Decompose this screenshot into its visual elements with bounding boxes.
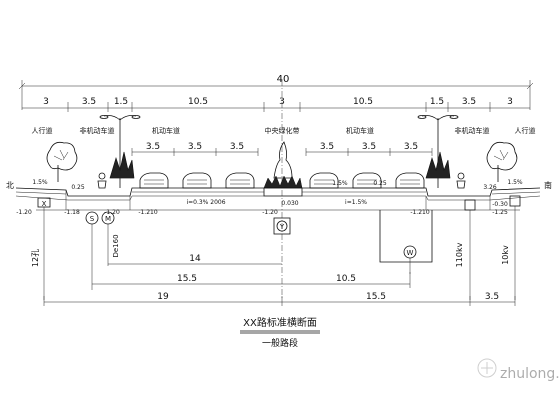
road-surface xyxy=(15,187,541,211)
zone-sidewalk-right: 人行道 xyxy=(515,126,536,135)
elevation-labels: 1.5% 0.25 i=0.3% 2006 0.030 1.5% i=1.5% … xyxy=(16,179,523,216)
bottom-3-5: 3.5 xyxy=(485,292,499,302)
pipe-offset-dimensions: 14 15.5 10.5 xyxy=(91,224,411,290)
median-planting xyxy=(263,141,303,197)
elev-right-walk: 1.5% xyxy=(507,179,523,186)
car-6 xyxy=(395,172,425,189)
seg-4: 10.5 xyxy=(188,97,208,107)
bottom-15-5: 15.5 xyxy=(366,292,386,302)
seg-3: 1.5 xyxy=(114,97,128,107)
car-2 xyxy=(182,172,212,189)
bottom-19: 19 xyxy=(157,292,169,302)
seg-2: 3.5 xyxy=(82,97,96,107)
offset-15-5-left: 15.5 xyxy=(177,274,197,284)
cars xyxy=(139,172,425,189)
tree-left xyxy=(46,141,78,182)
caption: XX路标准横断面 一般路段 xyxy=(240,316,320,349)
pedestrian-right xyxy=(456,172,466,189)
depth-left-b: -1.20 xyxy=(104,209,120,216)
lane-left-2: 3.5 xyxy=(188,142,202,152)
zone-median: 中央绿化带 xyxy=(265,126,300,135)
zone-bike-right: 非机动车道 xyxy=(455,126,490,135)
offset-14: 14 xyxy=(189,254,201,264)
lane-dimensions: 3.5 3.5 3.5 3.5 3.5 3.5 xyxy=(131,142,433,156)
cable-box-110kv xyxy=(464,199,476,211)
elev-right-curb: 0.25 xyxy=(373,180,387,187)
tree-right xyxy=(486,141,518,182)
zone-sidewalk-left: 人行道 xyxy=(32,126,53,135)
sewer-pipe-label: S xyxy=(90,215,95,223)
elev-right-edge: 3.26 xyxy=(483,184,497,191)
car-3 xyxy=(225,172,255,189)
elev-median: 0.030 xyxy=(281,200,298,207)
depth-right-b: -0.30 xyxy=(492,201,508,208)
segment-dimensions: 3 3.5 1.5 10.5 3 10.5 1.5 3.5 3 xyxy=(22,97,530,112)
shrub-right xyxy=(425,151,451,179)
lane-right-2: 3.5 xyxy=(362,142,376,152)
car-1 xyxy=(139,172,169,189)
water-w-label: W xyxy=(407,249,414,257)
left-cable-label: 12孔 xyxy=(31,249,40,267)
drawing-title: XX路标准横断面 xyxy=(243,316,317,329)
lane-right-3: 3.5 xyxy=(404,142,418,152)
lane-left-1: 3.5 xyxy=(146,142,160,152)
utility-pipes: X S M De160 Y W xyxy=(37,195,521,263)
elev-right-gutter: i=1.5% xyxy=(345,199,367,206)
cable-labels: 12孔 110kv 10kv xyxy=(31,206,516,300)
drawing-subtitle: 一般路段 xyxy=(262,337,298,349)
pipe-size-label: De160 xyxy=(112,234,120,257)
depth-left-outer: -1.20 xyxy=(16,209,32,216)
offset-10-5: 10.5 xyxy=(336,274,356,284)
orientation-south: 南 xyxy=(544,180,552,190)
elev-left-motor: i=0.3% 2006 xyxy=(186,199,225,206)
seg-1: 3 xyxy=(43,97,49,107)
lane-right-1: 3.5 xyxy=(320,142,334,152)
seg-8: 3.5 xyxy=(462,97,476,107)
seg-7: 1.5 xyxy=(430,97,444,107)
water-y-label: Y xyxy=(279,223,285,231)
storm-pipe-label: M xyxy=(105,215,111,223)
right-cable-a-label: 110kv xyxy=(455,242,464,267)
water-y-box xyxy=(273,217,291,235)
x-marker-label: X xyxy=(42,200,47,208)
shrub-left xyxy=(109,151,135,179)
total-width-dimension: 40 xyxy=(18,74,534,110)
zone-bike-left: 非机动车道 xyxy=(80,126,115,135)
elev-right-motor: 1.5% xyxy=(332,180,348,187)
elev-left-curb: 0.25 xyxy=(71,184,85,191)
total-width-label: 40 xyxy=(277,74,290,85)
seg-6: 10.5 xyxy=(353,97,373,107)
lane-left-3: 3.5 xyxy=(230,142,244,152)
zone-motor-right: 机动车道 xyxy=(346,126,374,135)
depth-right-outer: -1.25 xyxy=(492,209,508,216)
orientation-north: 北 xyxy=(6,181,14,190)
elev-left-walk: 1.5% xyxy=(32,179,48,186)
watermark: zhulong.com xyxy=(477,358,560,382)
depth-right-a: -1.210 xyxy=(410,209,430,216)
watermark-text: zhulong.com xyxy=(500,366,560,382)
seg-9: 3 xyxy=(507,97,513,107)
depth-left-c: -1.210 xyxy=(138,209,158,216)
depth-left-a: -1.18 xyxy=(64,209,80,216)
zone-motor-left: 机动车道 xyxy=(152,126,180,135)
bottom-dimensions: 19 15.5 3.5 xyxy=(43,292,516,306)
right-cable-b-label: 10kv xyxy=(501,245,510,265)
car-5 xyxy=(352,172,382,189)
depth-median: -1.20 xyxy=(262,209,278,216)
pedestrian-left xyxy=(97,172,107,189)
car-4 xyxy=(309,172,339,189)
